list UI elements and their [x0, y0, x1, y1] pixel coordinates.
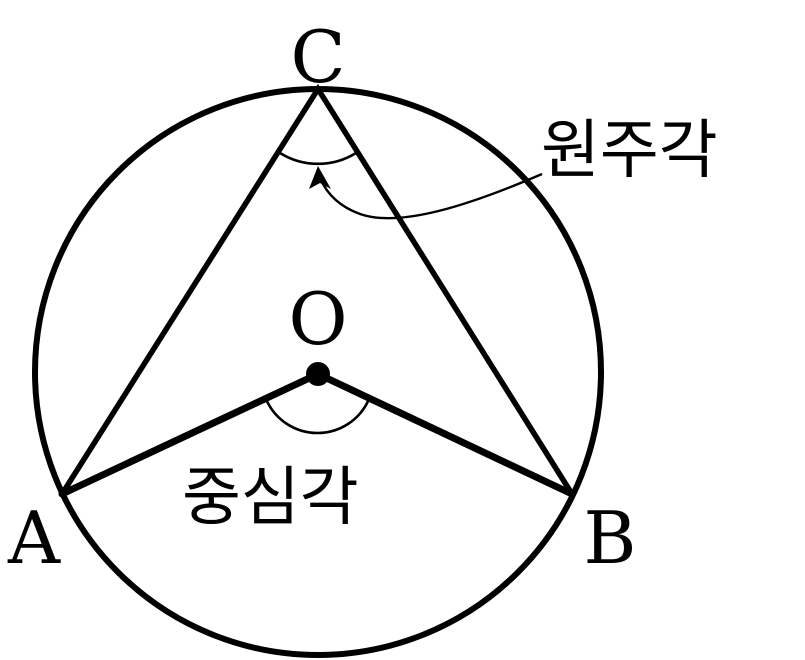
inscribed-angle-arc: [279, 151, 357, 166]
pointer-arrow-curve: [318, 172, 543, 220]
inscribed-angle-label: 원주각: [541, 114, 718, 188]
point-label-c: C: [290, 15, 345, 99]
center-point: [306, 362, 330, 386]
central-angle-label: 중심각: [182, 461, 359, 535]
point-label-o: O: [288, 277, 347, 361]
pointer-arrowhead-icon: [309, 166, 331, 189]
central-angle-arc: [264, 398, 371, 435]
point-label-a: A: [7, 496, 61, 580]
chord-a-c-b: [59, 83, 575, 497]
point-label-b: B: [584, 496, 637, 580]
